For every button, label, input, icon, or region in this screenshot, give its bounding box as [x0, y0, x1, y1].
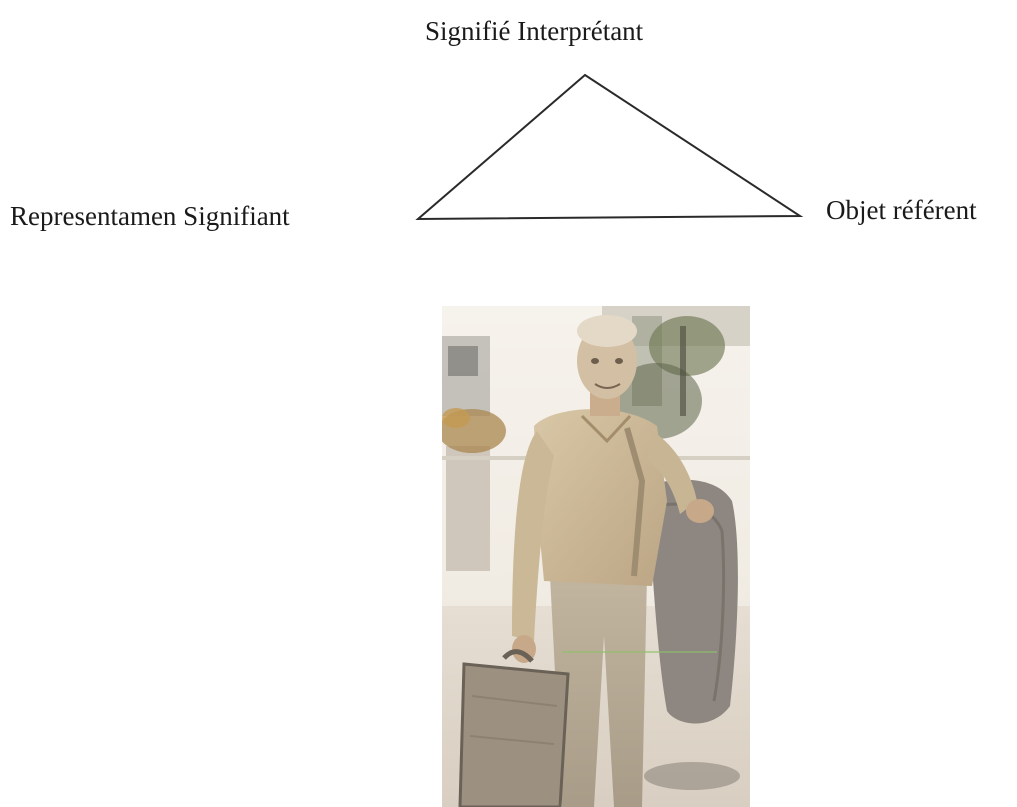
photo-illustration	[442, 306, 750, 807]
triangle-outline	[415, 73, 804, 221]
object-label: Objet référent	[826, 195, 977, 225]
semiotic-triangle	[415, 73, 804, 221]
interpretant-label: Signifié Interprétant	[425, 16, 644, 46]
dust-covered-man-photo	[442, 306, 750, 807]
representamen-label: Representamen Signifiant	[10, 201, 290, 231]
